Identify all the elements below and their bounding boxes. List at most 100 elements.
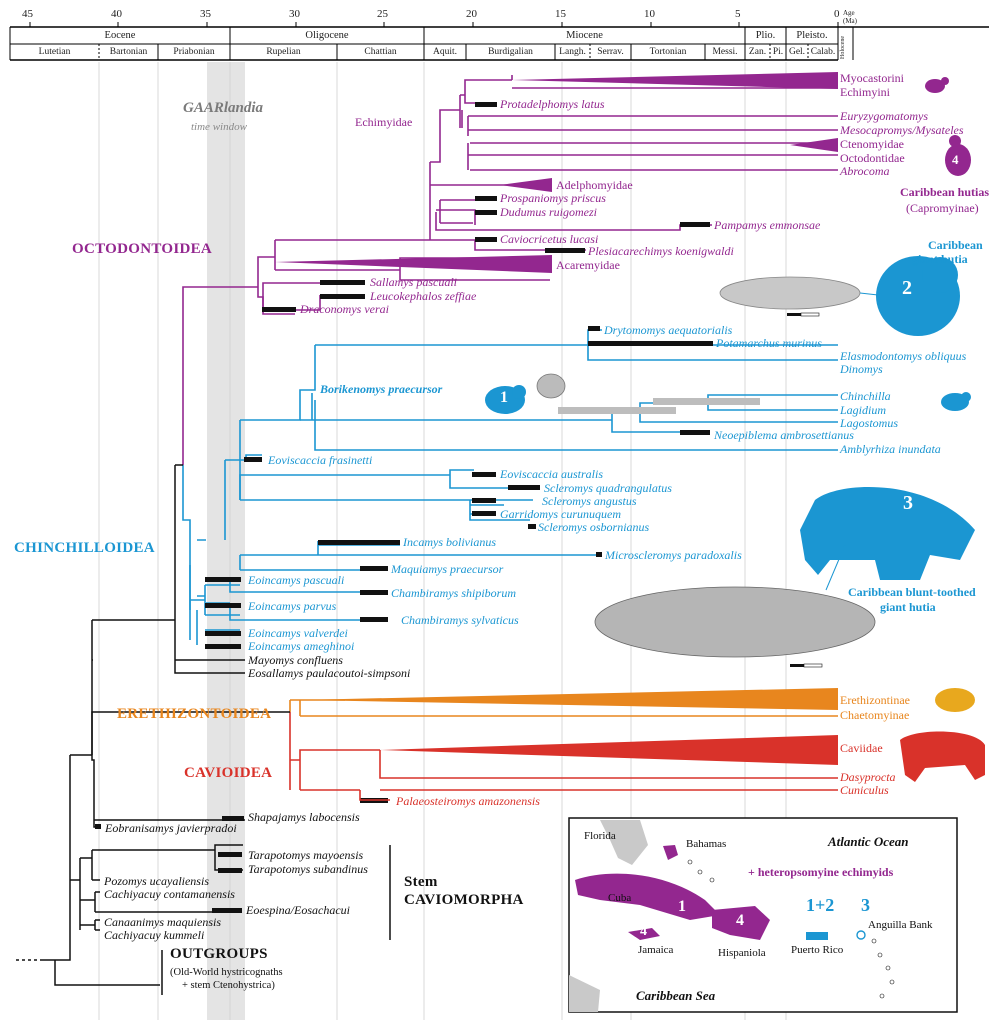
erethizontinae-wedge xyxy=(300,688,838,710)
uncertainty-bars xyxy=(558,398,760,414)
stage-calabrian: Calab. xyxy=(808,47,838,57)
tooth-fossil-amblyrhiza xyxy=(595,587,875,657)
taxon-neoepiblema: Neoepiblema ambrosettianus xyxy=(714,429,854,442)
taxon-eoespina: Eoespina/Eosachacui xyxy=(246,904,350,917)
age-tick-15: 15 xyxy=(555,8,566,20)
callout-number-1: 1 xyxy=(500,391,508,404)
porcupine-silhouette xyxy=(935,688,975,712)
ctenomyidae-wedge xyxy=(790,138,838,152)
taxon-incamys: Incamys bolivianus xyxy=(403,536,496,549)
callout-number-2: 2 xyxy=(902,282,912,295)
taxon-draconomys: Draconomys verai xyxy=(300,303,389,316)
map-number-3: 3 xyxy=(861,895,870,916)
callout-number-4: 4 xyxy=(952,153,959,166)
callout-blunt-1: Caribbean blunt-toothed xyxy=(848,586,976,599)
stage-tortonian: Tortonian xyxy=(631,47,705,57)
puerto-rico-shape xyxy=(806,932,828,940)
age-tick-30: 30 xyxy=(289,8,300,20)
taxon-microscleromys: Microscleromys paradoxalis xyxy=(605,549,742,562)
taxon-cachiyacuy-kummeli: Cachiyacuy kummeli xyxy=(104,929,204,942)
stage-gelasian: Gel. xyxy=(786,47,808,57)
taxon-prospaniomys: Prospaniomys priscus xyxy=(500,192,606,205)
map-jamaica: Jamaica xyxy=(638,944,673,956)
chinchilloidea-label: CHINCHILLOIDEA xyxy=(14,542,155,555)
callout-giant-1: Caribbean xyxy=(928,239,983,252)
callout-number-3: 3 xyxy=(903,497,913,510)
taxon-tarapotomys-mayoensis: Tarapotomys mayoensis xyxy=(248,849,363,862)
age-tick-25: 25 xyxy=(377,8,388,20)
map-number-1: 1 xyxy=(678,898,686,916)
taxon-cuniculus: Cuniculus xyxy=(840,784,889,797)
taxon-protadelphomys: Protadelphomys latus xyxy=(500,98,605,111)
gaarlandia-title: GAARlandia xyxy=(183,102,263,115)
taxon-eoincamys-ameghinoi: Eoincamys ameghinoi xyxy=(248,640,354,653)
taxon-dinomys: Dinomys xyxy=(840,363,883,376)
taxon-eosallamys: Eosallamys paulacoutoi-simpsoni xyxy=(248,667,410,680)
taxon-eoviscaccia-australis: Eoviscaccia australis xyxy=(500,468,603,481)
taxon-potamarchus: Potamarchus murinus xyxy=(716,337,822,350)
taxon-sallamys: Sallamys pascuali xyxy=(370,276,457,289)
taxon-caviocricetus: Caviocricetus lucasi xyxy=(500,233,598,246)
age-tick-35: 35 xyxy=(200,8,211,20)
taxon-echimyini: Echimyini xyxy=(840,86,890,99)
stage-lutetian: Lutetian xyxy=(10,47,99,57)
map-number-4-jamaica: 4 xyxy=(640,924,647,940)
caviidae-wedge xyxy=(380,735,838,765)
callout-giant-2: giant hutia xyxy=(912,253,968,266)
erethizontoidea-label: ERETHIZONTOIDEA xyxy=(117,708,271,721)
map-puerto-rico: Puerto Rico xyxy=(791,944,843,956)
stage-chattian: Chattian xyxy=(337,47,424,57)
outgroups-sub1: (Old-World hystricognaths xyxy=(170,966,283,979)
taxon-chinchilla: Chinchilla xyxy=(840,390,891,403)
age-tick-0: 0 xyxy=(834,8,840,20)
age-tick-5: 5 xyxy=(735,8,741,20)
map-cuba: Cuba xyxy=(608,892,631,904)
age-tick-40: 40 xyxy=(111,8,122,20)
taxon-acaremyidae: Acaremyidae xyxy=(556,259,620,272)
gaarlandia-window-band xyxy=(207,62,245,1020)
taxon-cachiyacuy-contamanensis: Cachiyacuy contamanensis xyxy=(104,888,235,901)
taxon-erethizontinae: Erethizontinae xyxy=(840,694,910,707)
stage-aquitanian: Aquit. xyxy=(424,47,466,57)
taxon-ctenomyidae: Ctenomyidae xyxy=(840,138,904,151)
taxon-plesiacarechimys: Plesiacarechimys koenigwaldi xyxy=(588,245,734,258)
map-anguilla: Anguilla Bank xyxy=(868,919,932,931)
myocastorini-wedge xyxy=(512,72,838,89)
taxon-chaetomyinae: Chaetomyinae xyxy=(840,709,909,722)
map-atlantic: Atlantic Ocean xyxy=(828,834,909,850)
taxon-euryzygomatomys: Euryzygomatomys xyxy=(840,110,928,123)
taxon-echimyidae: Echimyidae xyxy=(355,116,412,129)
octodontoidea-label: OCTODONTOIDEA xyxy=(72,243,212,256)
taxon-shapajamys: Shapajamys labocensis xyxy=(248,811,360,824)
map-number-1-2: 1+2 xyxy=(806,895,834,916)
stage-messinian: Messi. xyxy=(705,47,745,57)
taxon-scleromys-osbornianus: Scleromys osbornianus xyxy=(538,521,649,534)
age-tick-10: 10 xyxy=(644,8,655,20)
capybara-silhouette xyxy=(900,732,985,782)
age-tick-45: 45 xyxy=(22,8,33,20)
holocene-label: Holocene xyxy=(840,36,846,59)
epoch-eocene: Eocene xyxy=(10,30,230,41)
tooth-fossil-1 xyxy=(720,277,860,309)
callout-hutias-title: Caribbean hutias xyxy=(900,186,989,199)
age-unit-label-2: (Ma) xyxy=(843,17,857,25)
callout-blunt-2: giant hutia xyxy=(880,601,936,614)
map-hispaniola: Hispaniola xyxy=(718,947,766,959)
stage-serravallian: Serrav. xyxy=(590,47,631,57)
epoch-pliocene: Plio. xyxy=(745,30,786,41)
taxon-eoviscaccia-frasinetti: Eoviscaccia frasinetti xyxy=(268,454,372,467)
map-number-4-hispaniola: 4 xyxy=(736,912,744,930)
epoch-miocene: Miocene xyxy=(424,30,745,41)
stage-langhian: Langh. xyxy=(555,47,590,57)
taxon-mesocapromys: Mesocapromys/Mysateles xyxy=(840,124,964,137)
outgroups-sub2: + stem Ctenohystrica) xyxy=(182,979,275,992)
cavioidea-label: CAVIOIDEA xyxy=(184,767,272,780)
stage-burdigalian: Burdigalian xyxy=(466,47,555,57)
taxon-chambiramys-shipiborum: Chambiramys shipiborum xyxy=(391,587,516,600)
caviomorpha-label: CAVIOMORPHA xyxy=(404,894,524,907)
taxon-chambiramys-sylvaticus: Chambiramys sylvaticus xyxy=(401,614,519,627)
gaarlandia-subtitle: time window xyxy=(191,121,247,134)
stage-rupelian: Rupelian xyxy=(230,47,337,57)
stem-label: Stem xyxy=(404,876,438,889)
